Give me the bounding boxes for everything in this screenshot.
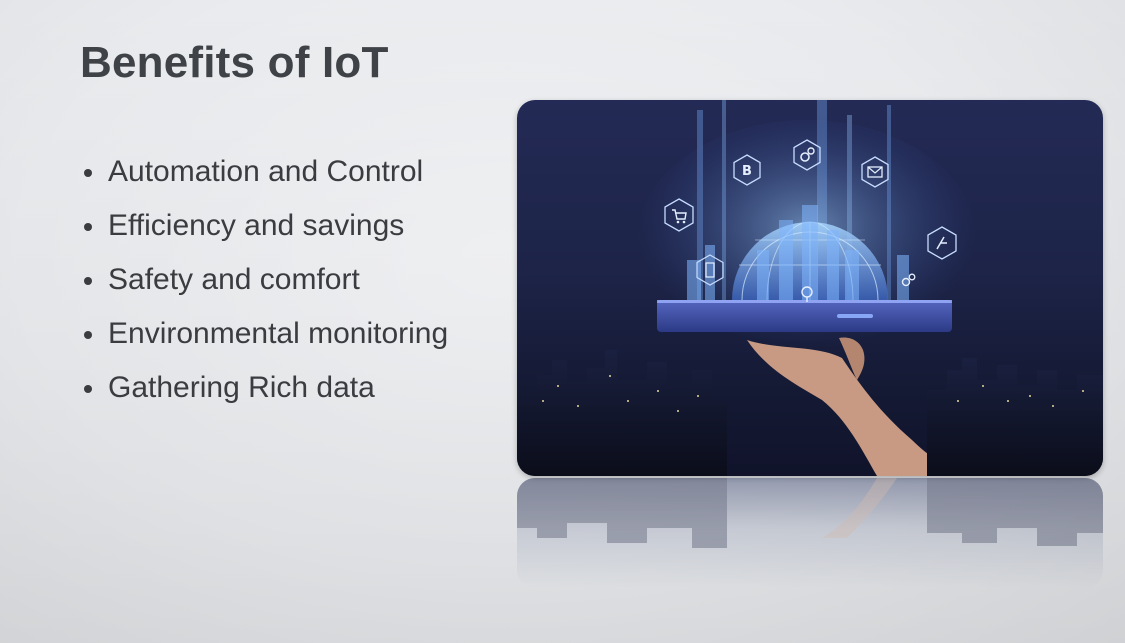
- bullet-item: Efficiency and savings: [82, 204, 448, 258]
- bullet-text: Environmental monitoring: [108, 317, 449, 350]
- hand: [747, 337, 962, 476]
- bullet-dot: [84, 223, 92, 231]
- bullet-item: Environmental monitoring: [82, 312, 448, 366]
- city-skyline: [517, 350, 1103, 476]
- tablet: [657, 300, 952, 332]
- bullet-dot: [84, 277, 92, 285]
- bullet-dot: [84, 385, 92, 393]
- iot-illustration: B: [517, 100, 1103, 476]
- svg-text:B: B: [742, 164, 752, 179]
- bullet-item: Gathering Rich data: [82, 366, 448, 420]
- reflection-svg: [517, 478, 1103, 548]
- bullet-dot: [84, 331, 92, 339]
- slide-title: Benefits of IoT: [80, 38, 389, 87]
- bullet-text: Efficiency and savings: [108, 209, 405, 242]
- cart-icon: [664, 198, 694, 232]
- bullet-item: Safety and comfort: [82, 258, 448, 312]
- bullet-text: Safety and comfort: [108, 263, 360, 296]
- bullet-text: Gathering Rich data: [108, 371, 375, 404]
- location-pin-icon: [801, 286, 813, 302]
- image-reflection: [517, 478, 1103, 588]
- gears-icon: [793, 139, 821, 171]
- iot-illustration-svg: B: [517, 100, 1103, 476]
- mail-icon: [861, 156, 889, 188]
- bullet-item: Automation and Control: [82, 150, 448, 204]
- bullet-text: Automation and Control: [108, 155, 424, 188]
- bullet-list: Automation and Control Efficiency and sa…: [82, 150, 448, 420]
- antenna-icon: [927, 226, 957, 260]
- bitcoin-icon: B: [733, 154, 761, 186]
- building-icon: [696, 254, 724, 286]
- bullet-dot: [84, 169, 92, 177]
- gears-icon: [901, 273, 916, 287]
